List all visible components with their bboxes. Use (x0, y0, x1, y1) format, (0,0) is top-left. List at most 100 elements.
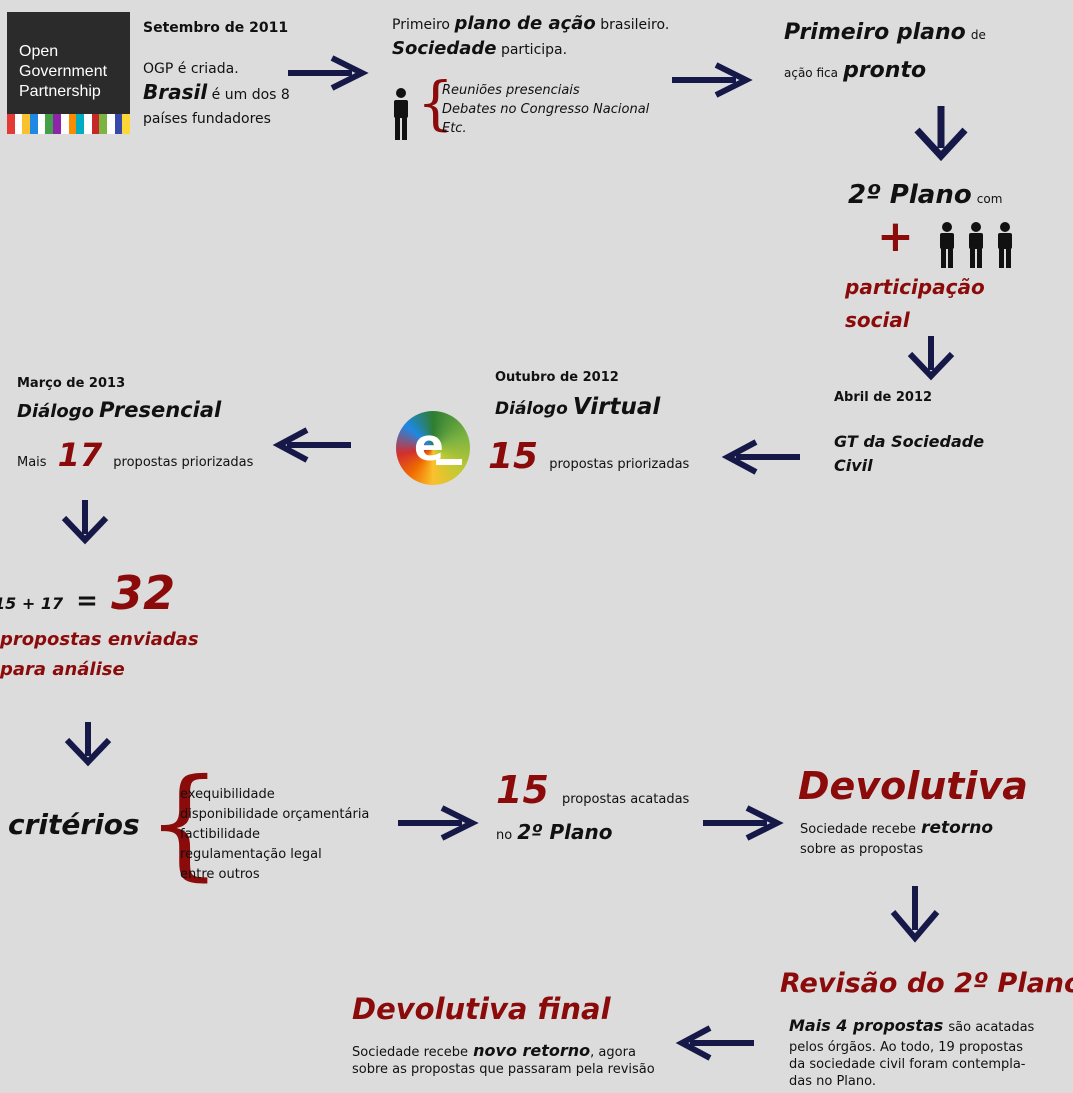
step8-total: 32 (111, 566, 176, 620)
step11-text: sobre as propostas (800, 842, 924, 857)
step9-title: critérios (8, 808, 140, 841)
step1-text: países fundadores (143, 111, 271, 127)
step2-sociedade: Sociedade (392, 38, 497, 59)
step6-title-b: Virtual (572, 394, 661, 420)
criteria-item: factibilidade (180, 827, 260, 842)
step7-text: Mais (17, 455, 47, 470)
step12-text: pelos órgãos. Ao todo, 19 propostas (789, 1040, 1024, 1055)
step7-date: Março de 2013 (17, 376, 126, 391)
step12-body: pelos órgãos. Ao todo, 19 propostas da s… (789, 1039, 1026, 1090)
e-democracia-logo: e (396, 411, 470, 485)
step12-text: são acatadas (948, 1020, 1035, 1035)
step1-text: é um dos 8 (211, 87, 290, 103)
step13-line1: Sociedade recebe novo retorno, agora (352, 1041, 636, 1060)
step13-text: , agora (590, 1045, 636, 1060)
step6-number: 15 (488, 436, 539, 477)
arrow-down-icon (907, 336, 955, 381)
step11-retorno: retorno (921, 818, 994, 838)
step6-title-a: Diálogo (495, 399, 568, 419)
step10-plano: 2º Plano (517, 820, 613, 844)
person-icon (969, 222, 983, 268)
criteria-item: entre outros (180, 867, 260, 882)
arrow-down-icon (914, 106, 968, 162)
step13-novo-retorno: novo retorno (473, 1041, 591, 1060)
step2-line2: Sociedade participa. (392, 38, 567, 59)
step5-text: Civil (834, 456, 873, 475)
step11-line1: Sociedade recebe retorno (800, 818, 993, 838)
step10-count-line: 15 propostas acatadas (496, 768, 689, 812)
step3-text: ação fica (784, 66, 838, 80)
step3-line2: ação fica pronto (784, 58, 926, 83)
ogp-logo-text: Government (19, 63, 108, 80)
arrow-left-icon (272, 427, 351, 463)
brace-icon: { (417, 69, 454, 137)
step5-date: Abril de 2012 (834, 390, 933, 405)
step2-plano-de-acao: plano de ação (454, 13, 596, 34)
step11-title: Devolutiva (798, 764, 1028, 808)
step11-text: Sociedade recebe (800, 822, 917, 837)
step1-date: Setembro de 2011 (143, 20, 289, 36)
step10-line2: no 2º Plano (496, 820, 612, 844)
brace-icon: { (146, 754, 223, 893)
step5-text: GT da Sociedade (834, 432, 985, 451)
step2-list: Reuniões presenciais Debates no Congress… (442, 81, 649, 138)
step12-text: da sociedade civil foram contempla- (789, 1057, 1026, 1072)
step7-title-a: Diálogo (17, 401, 95, 422)
step1-brasil: Brasil (143, 80, 208, 104)
arrow-down-icon (64, 722, 112, 767)
step12-text: das no Plano. (789, 1074, 876, 1089)
step7-number: 17 (57, 436, 103, 474)
arrow-left-icon (675, 1025, 754, 1061)
step8-text: propostas enviadas (0, 629, 199, 650)
criteria-list: exequibilidade disponibilidade orçamentá… (180, 785, 369, 885)
ogp-logo-text: Partnership (19, 83, 101, 100)
step10-number: 15 (496, 768, 549, 812)
step3-pronto: pronto (843, 58, 927, 83)
step4-title: 2º Plano (848, 180, 972, 210)
step12-mais-4: Mais 4 propostas (789, 1016, 944, 1035)
step2-list-item: Debates no Congresso Nacional (442, 102, 650, 117)
step7-count-line: Mais 17 propostas priorizadas (17, 436, 253, 474)
step2-list-item: Reuniões presenciais (442, 83, 580, 98)
step2-text: participa. (500, 42, 568, 58)
step2-line1: Primeiro plano de ação brasileiro. (392, 13, 669, 34)
step6-title: Diálogo Virtual (495, 394, 660, 420)
step13-title: Devolutiva final (352, 992, 611, 1026)
step2-text: Primeiro (392, 17, 450, 33)
person-icon (394, 88, 408, 140)
step7-title-b: Presencial (99, 398, 222, 422)
person-icon (998, 222, 1012, 268)
step6-date: Outubro de 2012 (495, 370, 619, 385)
criteria-item: exequibilidade (180, 787, 275, 802)
step8-equals: = (76, 586, 98, 616)
step13-text: sobre as propostas que passaram pela rev… (352, 1062, 655, 1077)
step7-text: propostas priorizadas (113, 455, 254, 470)
step6-count-line: 15 propostas priorizadas (488, 436, 689, 477)
e-logo-bar (436, 459, 462, 465)
step2-list-item: Etc. (442, 121, 467, 136)
plus-icon: + (877, 211, 914, 262)
step4-title-line: 2º Plano com (848, 180, 1002, 210)
step8-text: para análise (0, 659, 125, 680)
step1-text: OGP é criada. (143, 61, 239, 77)
step1-brasil-line: Brasil é um dos 8 (143, 80, 290, 104)
arrow-right-icon (672, 62, 753, 98)
step3-text: de (970, 28, 986, 42)
step10-text: no (496, 828, 513, 843)
step10-text: propostas acatadas (561, 792, 690, 807)
arrow-down-icon (890, 886, 940, 943)
step4-social: social (845, 308, 910, 332)
arrow-right-icon (288, 55, 369, 91)
criteria-item: regulamentação legal (180, 847, 322, 862)
step4-participacao: participação (845, 275, 985, 299)
step3-primeiro-plano: Primeiro plano (784, 20, 966, 45)
ogp-color-stripes (7, 114, 130, 134)
step6-text: propostas priorizadas (549, 457, 690, 472)
step3-line1: Primeiro plano de (784, 20, 986, 45)
person-icon (940, 222, 954, 268)
step12-title: Revisão do 2º Plano (780, 968, 1073, 999)
arrow-right-icon (398, 805, 479, 841)
step13-text: Sociedade recebe (352, 1045, 469, 1060)
arrow-down-icon (61, 500, 109, 545)
step7-title: Diálogo Presencial (17, 398, 221, 422)
